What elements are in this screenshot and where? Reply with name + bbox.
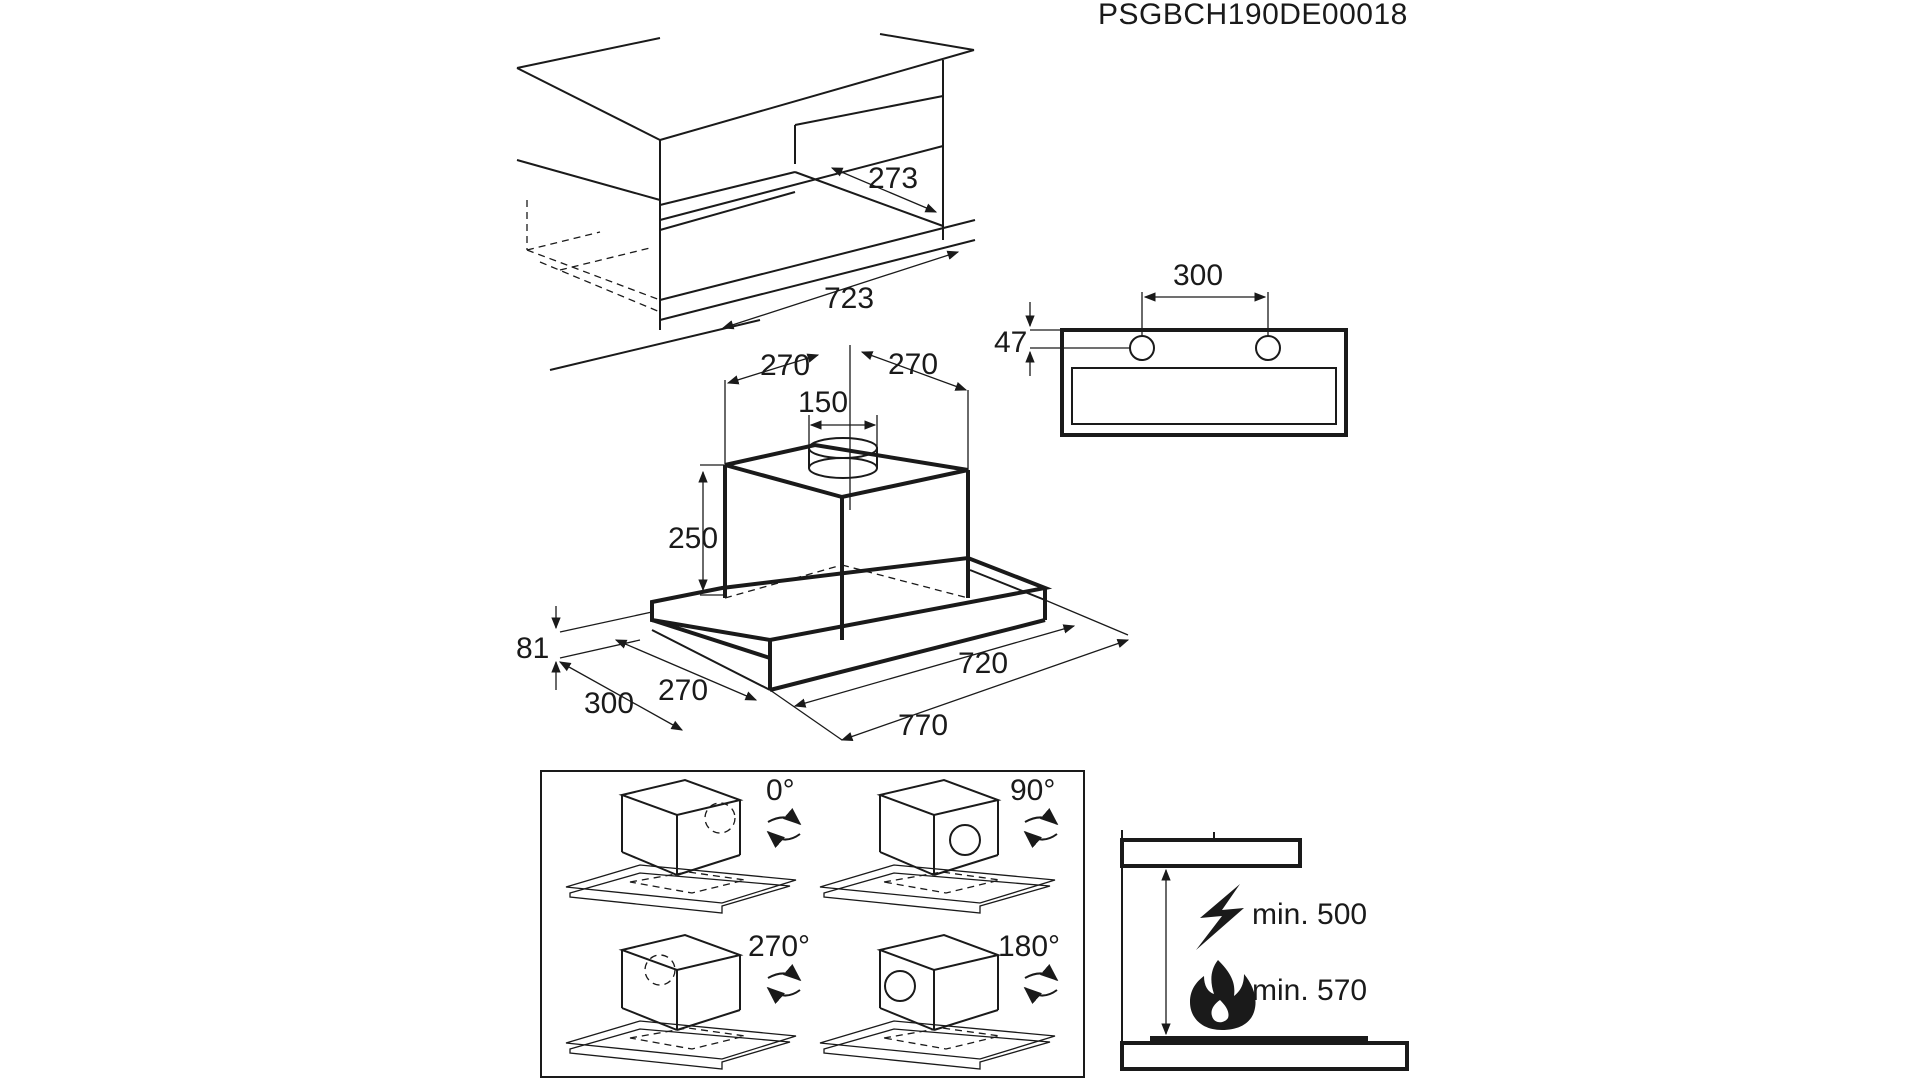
rotation-0-label: 0° [766,774,795,807]
hole-spacing-label: 300 [1173,259,1223,292]
rotation-option-270: 270° [565,930,810,1070]
hood-drawing: 270 270 150 250 81 300 270 720 770 [516,345,1130,742]
rotation-options-panel: 0° 90° [540,770,1085,1078]
duct-right-offset-label: 270 [888,348,938,381]
rotation-180-label: 180° [998,930,1060,963]
electric-clearance-label: min. 500 [1252,898,1367,931]
gas-clearance-label: min. 570 [1252,974,1367,1007]
rotation-option-0: 0° [565,774,802,914]
cabinet-drawing: 273 723 [516,33,976,371]
gas-flame-icon [1190,960,1256,1030]
cabinet-width-label: 723 [824,282,874,315]
electric-hob-icon [1196,884,1244,950]
hole-height-label: 47 [994,326,1027,359]
cabinet-depth-label: 273 [868,162,918,195]
panel-height-label: 81 [516,632,549,665]
rotation-option-90: 90° [819,774,1059,914]
front-depth-label: 300 [584,687,634,720]
duct-diameter-label: 150 [798,386,848,419]
inner-width-label: 720 [958,647,1008,680]
inner-depth-label: 270 [658,674,708,707]
product-code: PSGBCH190DE00018 [1098,0,1408,31]
outer-width-label: 770 [898,709,948,742]
rotation-option-180: 180° [819,930,1060,1070]
duct-left-offset-label: 270 [760,349,810,382]
motor-height-label: 250 [668,522,718,555]
clearance-drawing: min. 500 min. 570 [1120,830,1409,1071]
rotation-270-label: 270° [748,930,810,963]
rotation-90-label: 90° [1010,774,1055,807]
front-panel-drawing: 300 47 [994,259,1348,437]
